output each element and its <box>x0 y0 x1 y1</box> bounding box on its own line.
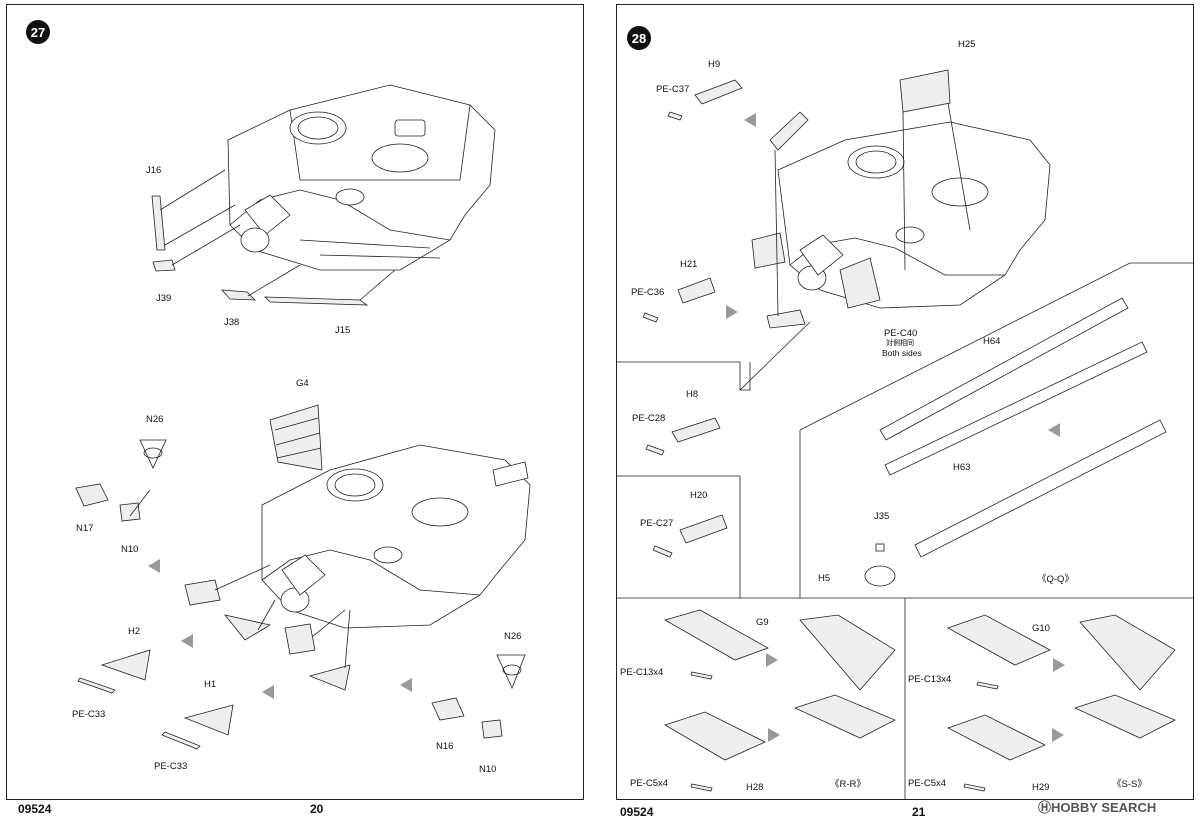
label-n26-b: N26 <box>504 631 522 642</box>
label-pe-c5x4-a: PE-C5x4 <box>630 778 669 789</box>
label-pe-c36: PE-C36 <box>631 287 665 298</box>
direction-arrows-27 <box>148 559 412 699</box>
label-pe-c40-en: Both sides <box>882 348 922 358</box>
callout-boxes-28 <box>617 262 1194 800</box>
footer-left-page-number: 20 <box>310 802 324 816</box>
direction-arrows-28 <box>726 113 1065 742</box>
gun-barrels <box>864 297 1167 587</box>
label-j39: J39 <box>156 293 172 304</box>
parts-28-top <box>642 69 971 329</box>
label-h1: H1 <box>204 679 217 690</box>
parts-27-lower <box>75 439 526 750</box>
watermark-logo: ⒽHOBBY SEARCH <box>1038 800 1157 815</box>
label-j35: J35 <box>874 511 890 522</box>
label-h9: H9 <box>708 59 721 70</box>
footer-right-code: 09524 <box>620 805 654 819</box>
label-ss: 《S-S》 <box>1112 779 1147 790</box>
label-n10-a: N10 <box>121 544 139 555</box>
label-n17: N17 <box>76 523 94 534</box>
label-pe-c40: PE-C40 <box>884 328 918 339</box>
skirt-sets <box>663 609 1176 792</box>
label-rr: 《R-R》 <box>830 779 866 790</box>
label-h64: H64 <box>983 336 1001 347</box>
label-g4: G4 <box>296 378 309 389</box>
footer-right-page-number: 21 <box>912 805 926 819</box>
label-h25: H25 <box>958 39 976 50</box>
label-h28: H28 <box>746 782 764 793</box>
label-pe-c13x4-a: PE-C13x4 <box>620 667 664 678</box>
label-g10: G10 <box>1032 623 1050 634</box>
label-pe-c28: PE-C28 <box>632 413 666 424</box>
label-qq: 《Q-Q》 <box>1037 574 1074 585</box>
label-g9: G9 <box>756 617 769 628</box>
label-n16: N16 <box>436 741 454 752</box>
label-h8: H8 <box>686 389 699 400</box>
page-left-frame <box>6 4 584 800</box>
label-j38: J38 <box>224 317 240 328</box>
label-h63: H63 <box>953 462 971 473</box>
step-27-badge: 27 <box>26 20 50 44</box>
label-pe-c37: PE-C37 <box>656 84 690 95</box>
turret-lower-27 <box>261 404 531 629</box>
label-j16: J16 <box>146 165 162 176</box>
label-pe-c40-cn: 対側相同 <box>886 340 914 347</box>
label-h29: H29 <box>1032 782 1050 793</box>
step-28-badge: 28 <box>627 26 651 50</box>
label-pe-c13x4-b: PE-C13x4 <box>908 674 952 685</box>
label-h21: H21 <box>680 259 698 270</box>
parts-27-upper <box>151 169 396 306</box>
label-pe-c27: PE-C27 <box>640 518 674 529</box>
turret-28 <box>751 121 1051 309</box>
footer-left-code: 09524 <box>18 802 52 816</box>
label-pe-c33-a: PE-C33 <box>72 709 106 720</box>
label-h5: H5 <box>818 573 831 584</box>
label-pe-c33-b: PE-C33 <box>154 761 188 772</box>
label-h2: H2 <box>128 626 141 637</box>
label-j15: J15 <box>335 325 351 336</box>
label-n26-a: N26 <box>146 414 164 425</box>
label-n10-b: N10 <box>479 764 497 775</box>
turret-upper-27 <box>227 84 496 271</box>
label-pe-c5x4-b: PE-C5x4 <box>908 778 947 789</box>
label-h20: H20 <box>690 490 708 501</box>
